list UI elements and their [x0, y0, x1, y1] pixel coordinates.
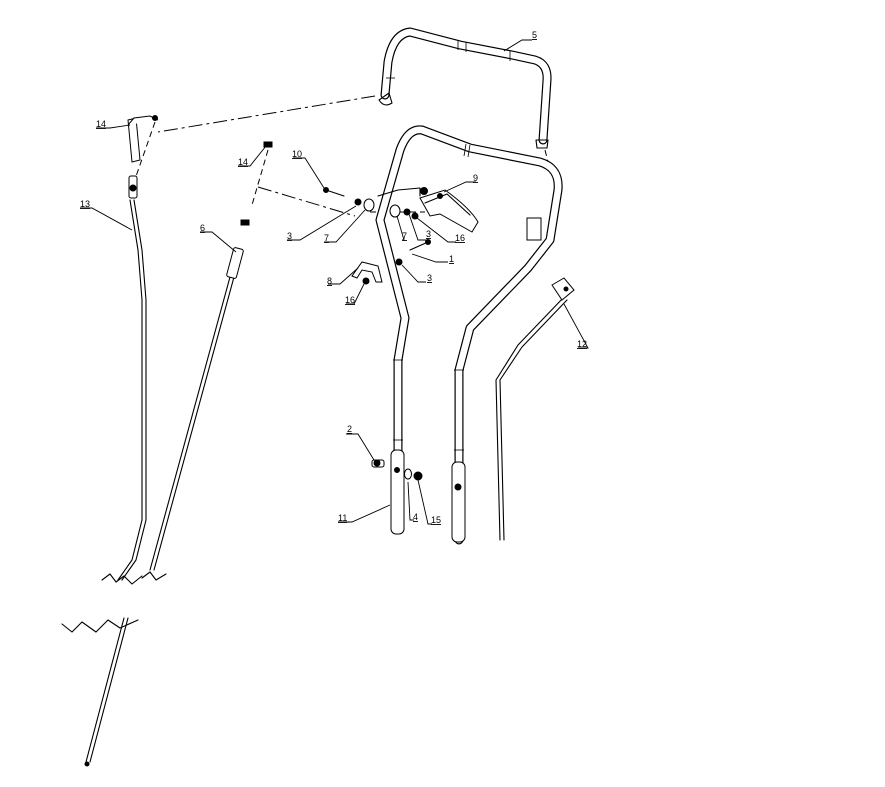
callout-16a: 16 — [455, 233, 465, 243]
callout-7a: 7 — [324, 233, 329, 243]
alignment-line-b — [257, 186, 356, 217]
callout-10: 10 — [292, 149, 302, 159]
callout-16b: 16 — [345, 295, 355, 305]
callout-8: 8 — [327, 276, 332, 286]
alignment-line-a — [157, 95, 376, 133]
callout-9: 9 — [473, 173, 478, 183]
leader-lines — [80, 39, 589, 525]
upper-bail-part-5 — [378, 27, 552, 149]
callout-15: 15 — [431, 515, 441, 525]
cable-part-13 — [101, 117, 147, 585]
callout-7b: 7 — [402, 231, 407, 241]
bracket-part-8 — [351, 261, 383, 283]
bolt-part-2 — [371, 459, 385, 468]
callout-6: 6 — [200, 223, 205, 233]
callout-11: 11 — [338, 513, 347, 523]
alignment-line-e — [544, 149, 551, 171]
pin-part-10 — [323, 187, 345, 197]
alignment-line-c — [251, 149, 269, 206]
bushing-part-7 — [363, 198, 401, 218]
cable-part-12 — [495, 277, 575, 541]
lower-cable-section — [61, 617, 139, 767]
callout-5: 5 — [532, 30, 537, 40]
callout-3b: 3 — [426, 229, 431, 239]
control-lever-part-9 — [377, 187, 479, 233]
nut-part-15 — [413, 471, 423, 481]
pin-part-1 — [409, 239, 431, 251]
callout-4: 4 — [413, 512, 418, 522]
nut-part-3 — [354, 198, 411, 266]
callout-3c: 3 — [427, 273, 432, 283]
cable-end-part-14 — [127, 115, 273, 226]
callout-14a: 14 — [96, 119, 106, 129]
callout-14b: 14 — [238, 157, 248, 167]
lower-bracket-part-11 — [390, 449, 466, 543]
cable-part-6 — [141, 247, 244, 581]
alignment-line-d — [133, 121, 156, 183]
washer-part-4 — [404, 468, 412, 480]
callout-1: 1 — [449, 254, 454, 264]
callout-3a: 3 — [287, 231, 292, 241]
callout-12: 12 — [577, 339, 587, 349]
handle-frame — [375, 125, 563, 545]
nut-part-16 — [362, 212, 419, 285]
callout-2: 2 — [347, 424, 352, 434]
callout-labels: 1 2 3 3 3 4 5 6 7 7 8 9 10 11 12 13 14 1… — [80, 30, 587, 525]
callout-13: 13 — [80, 199, 90, 209]
